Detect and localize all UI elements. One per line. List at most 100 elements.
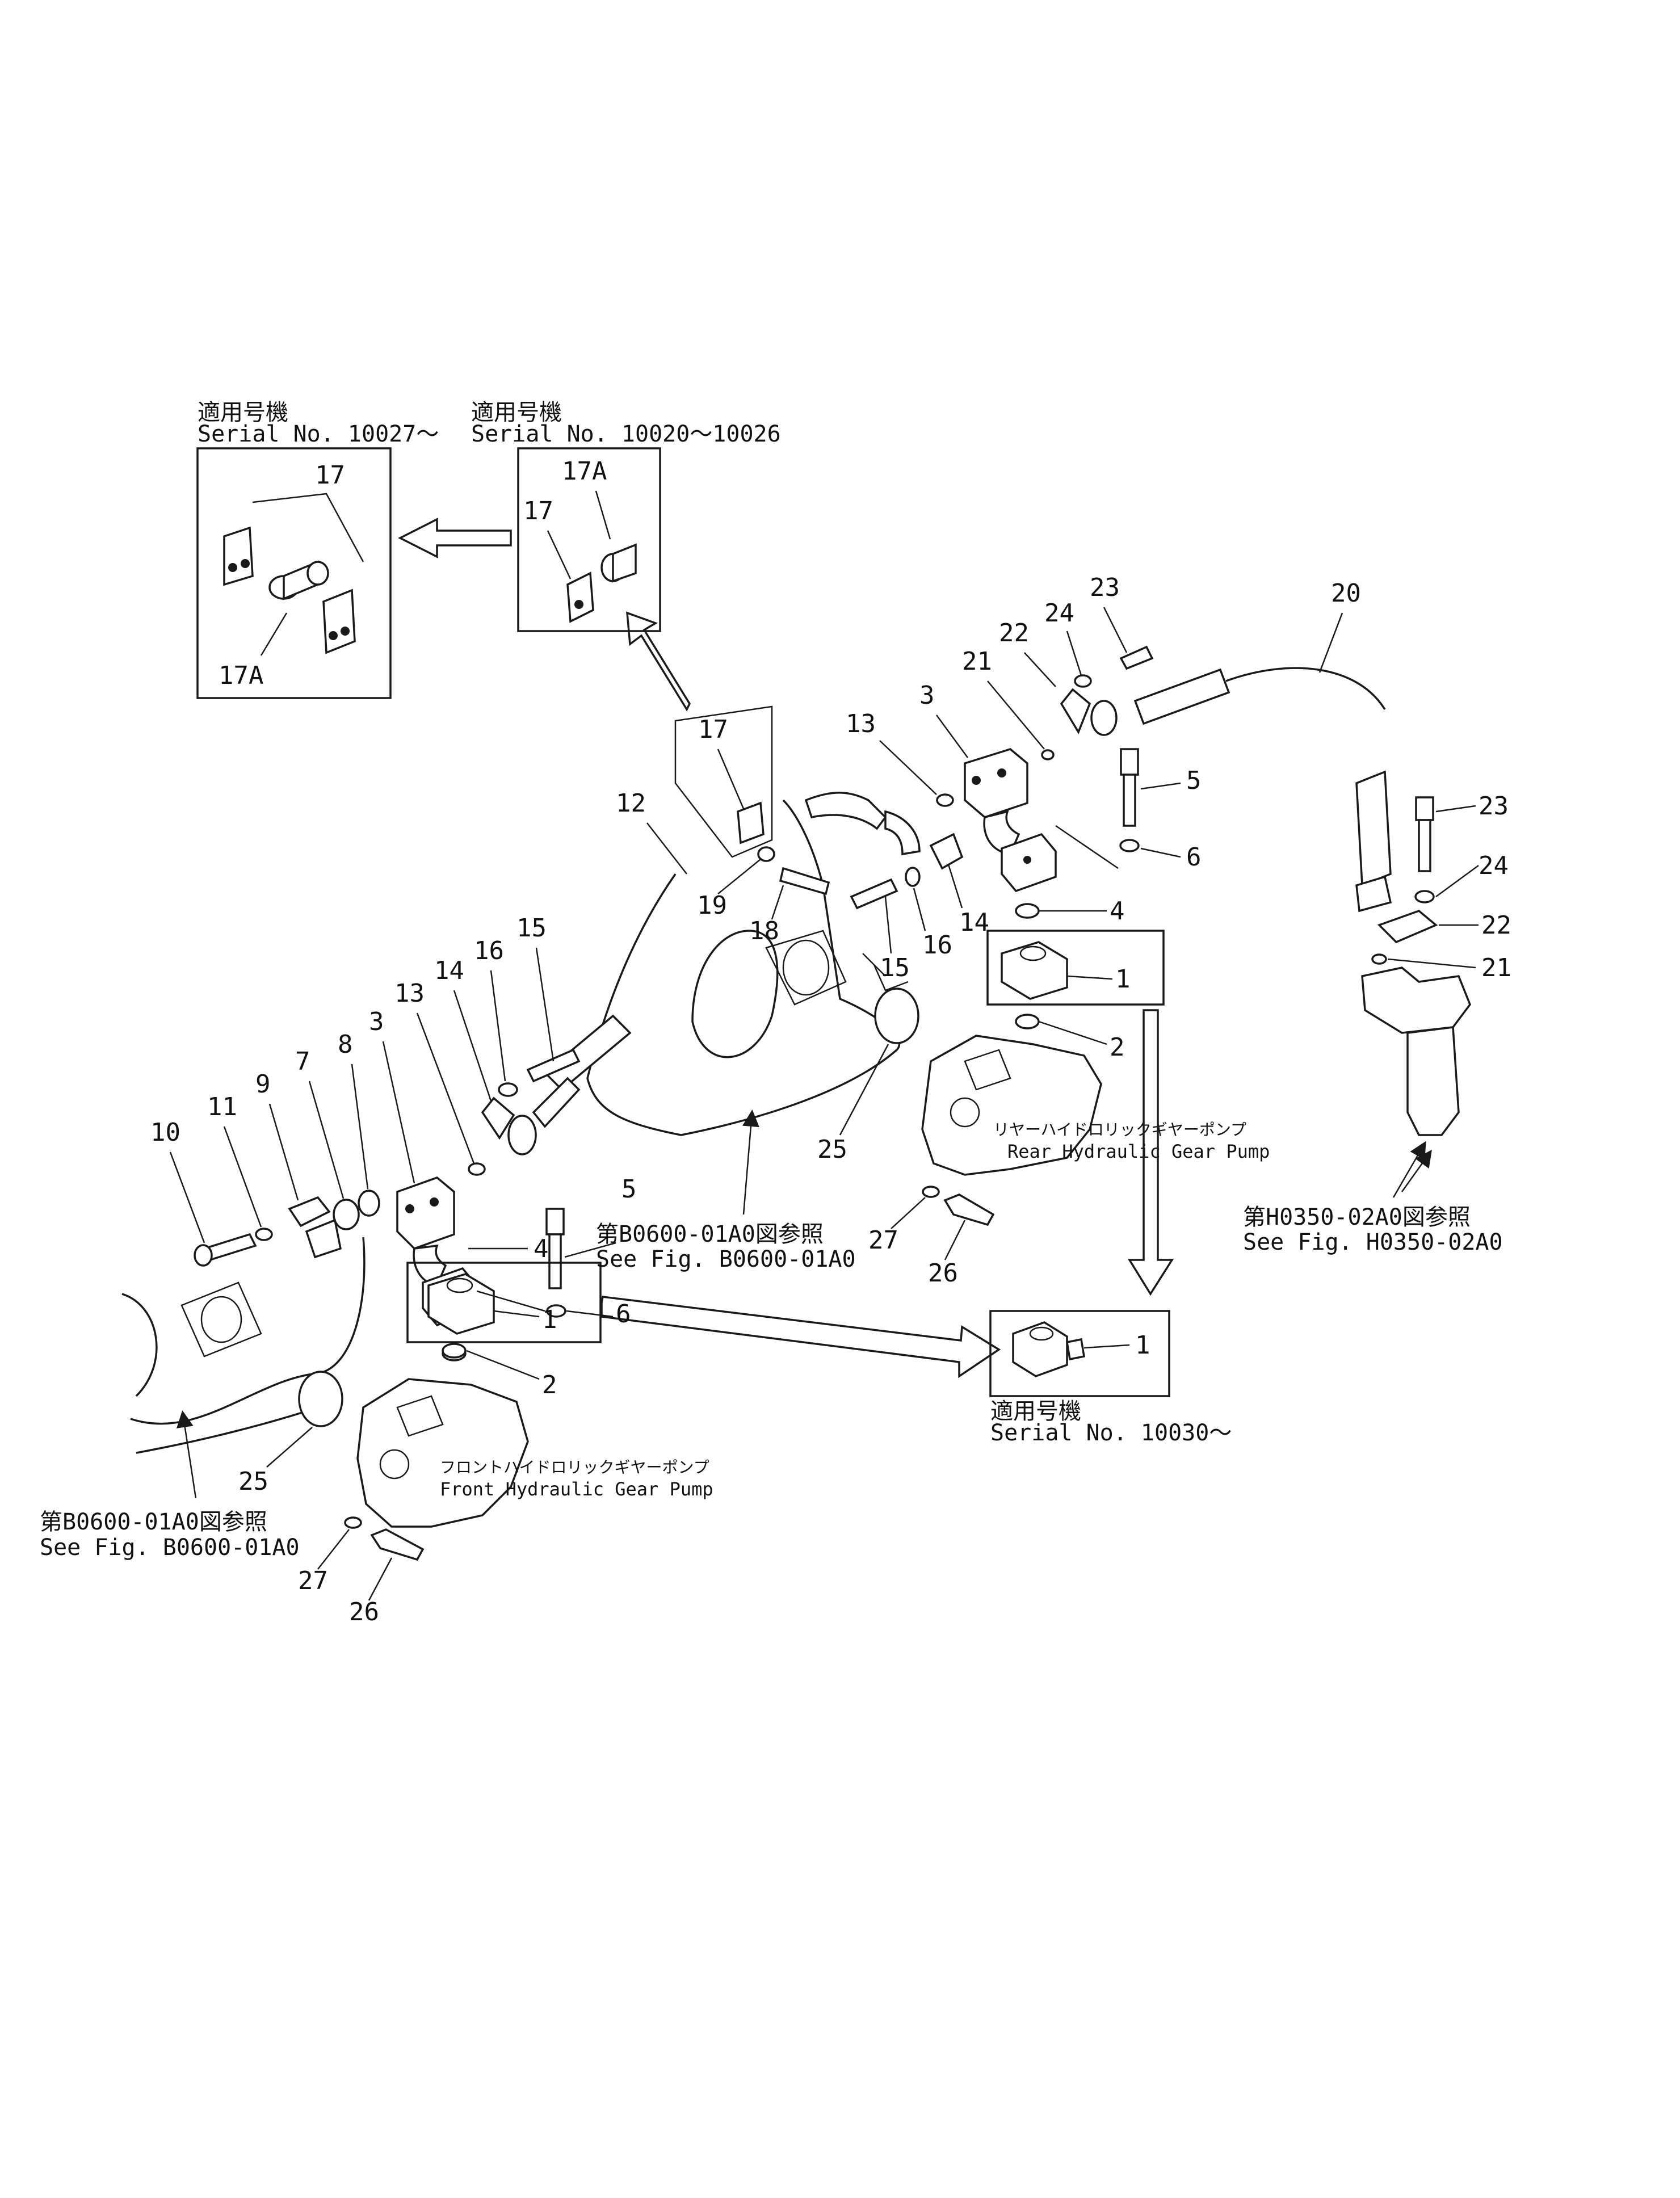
- filter-head: [1361, 966, 1471, 1034]
- hose-end-lower: [1355, 770, 1392, 887]
- callout-16b: 16: [474, 936, 504, 965]
- front-gear-pump-body: [356, 1378, 529, 1528]
- callout-25b: 25: [238, 1467, 268, 1496]
- inset-c-serial: Serial No. 10030～: [990, 1420, 1232, 1446]
- callout-23a: 23: [1090, 573, 1120, 602]
- oring-13-front: [468, 1162, 486, 1176]
- hose-and-filter-group: [1041, 645, 1471, 1192]
- inset-a-leader-17: [252, 493, 364, 562]
- inset-c-jp: 適用号機: [990, 1398, 1081, 1424]
- callouts: 20 23 24 22 21 3 13 5 6 23 24 2: [150, 573, 1511, 1627]
- arrow-to-inset-b: [626, 611, 691, 712]
- detail-region-17: [674, 705, 773, 858]
- callout-17: 17: [698, 715, 728, 744]
- callout-11: 11: [207, 1092, 237, 1121]
- callout-19: 19: [697, 891, 727, 920]
- rear-pump-group: リヤーハイドロリックギヤーポンプ Rear Hydraulic Gear Pum…: [874, 748, 1270, 1296]
- split-flange-22-lower: [1377, 910, 1438, 944]
- callout-2b: 2: [542, 1371, 557, 1400]
- inset-serial-10027: 適用号機 Serial No. 10027～ 17 17A: [196, 400, 439, 699]
- callout-13b: 13: [394, 979, 425, 1008]
- mounting-face: [765, 930, 847, 1006]
- callout-9: 9: [255, 1070, 271, 1099]
- callout-2a: 2: [1110, 1033, 1125, 1062]
- bolt-26-rear: [943, 1193, 995, 1226]
- inset-b-serial: Serial No. 10020～10026: [471, 421, 781, 447]
- callout-12: 12: [616, 789, 646, 818]
- washer-27-rear: [922, 1186, 940, 1198]
- inset-b-callout-17: 17: [523, 497, 553, 526]
- washer-6-front: [546, 1304, 566, 1318]
- inset-b-box: [517, 447, 661, 632]
- pump-cover-1-front: [427, 1273, 495, 1335]
- callout-21a: 21: [962, 647, 992, 676]
- callout-10: 10: [150, 1118, 180, 1147]
- bolt-26-front: [370, 1528, 425, 1561]
- bracket-right: [322, 589, 356, 654]
- callout-13a: 13: [846, 709, 876, 738]
- callout-25a: 25: [817, 1135, 847, 1164]
- callout-3a: 3: [919, 681, 935, 710]
- inset-a-callout-17: 17: [315, 461, 345, 490]
- oring-25-rear: [874, 987, 919, 1044]
- inset-a-callout-17a: 17A: [219, 661, 263, 690]
- callout-16a: 16: [922, 931, 952, 960]
- housing-outline: [586, 799, 901, 1136]
- callout-6a: 6: [1186, 843, 1202, 872]
- callout-1b: 1: [542, 1305, 557, 1334]
- callout-15a: 15: [880, 953, 910, 982]
- oring-2-rear: [1015, 1014, 1040, 1029]
- callout-22b: 22: [1481, 911, 1511, 940]
- washer-27-front: [344, 1516, 362, 1529]
- inset-c-box: [989, 1310, 1170, 1397]
- inset-serial-10020-10026: 適用号機 Serial No. 10020～10026 17A 17: [471, 400, 781, 632]
- callout-7: 7: [295, 1047, 310, 1076]
- callout-4a: 4: [1110, 897, 1125, 926]
- callout-18: 18: [749, 917, 779, 945]
- callout-24a: 24: [1044, 599, 1074, 628]
- inset-a-box: [196, 447, 392, 699]
- washer-11: [255, 1228, 273, 1241]
- bolt-23-upper: [1119, 645, 1154, 670]
- callout-5b: 5: [621, 1175, 637, 1204]
- washer-24-upper: [1074, 674, 1092, 688]
- ref-b0600-center-jp: 第B0600-01A0図参照: [596, 1221, 824, 1247]
- filter-bowl: [1406, 1026, 1460, 1136]
- oring-4-rear: [1015, 903, 1040, 919]
- reference-notes: 第B0600-01A0図参照 See Fig. B0600-01A0 第B060…: [40, 1109, 1503, 1561]
- front-pump-group: フロントハイドロリックギヤーポンプ Front Hydraulic Gear P…: [121, 1014, 1001, 1561]
- inset-serial-10030: 1 適用号機 Serial No. 10030～: [989, 1310, 1232, 1446]
- ref-h0350-en: See Fig. H0350-02A0: [1243, 1229, 1503, 1255]
- split-flange-14: [481, 1096, 515, 1140]
- arrow-to-inset-a: [398, 518, 512, 558]
- flange-21-upper: [1090, 700, 1118, 736]
- front-pump-jp: フロントハイドロリックギヤーポンプ: [440, 1458, 709, 1477]
- elbow-block-3-rear: [964, 748, 1028, 818]
- housing-bore: [691, 930, 779, 1058]
- oring-2-front: [442, 1343, 467, 1359]
- inset-c-callout-1: 1: [1135, 1331, 1150, 1360]
- callout-15b: 15: [516, 914, 547, 943]
- split-flange-22-upper: [1060, 688, 1091, 734]
- pipe-upper: [804, 792, 887, 830]
- ref-b0600-center-en: See Fig. B0600-01A0: [596, 1246, 856, 1272]
- callout-8: 8: [338, 1030, 353, 1059]
- ref-b0600-left-jp: 第B0600-01A0図参照: [40, 1509, 267, 1535]
- ref-h0350-jp: 第H0350-02A0図参照: [1243, 1204, 1471, 1230]
- callout-14a: 14: [959, 908, 989, 937]
- flange-front: [507, 1115, 537, 1155]
- inset-a-jp: 適用号機: [198, 400, 288, 426]
- callout-21b: 21: [1481, 953, 1511, 982]
- bolt-15-front: [526, 1048, 581, 1083]
- pump-cover-1-rear: [1001, 941, 1068, 1000]
- rear-pump-jp: リヤーハイドロリックギヤーポンプ: [993, 1120, 1246, 1139]
- oring-21-upper: [1041, 749, 1055, 760]
- rear-pump-en: Rear Hydraulic Gear Pump: [1007, 1141, 1270, 1162]
- rear-pump-cover-box: [986, 930, 1165, 1006]
- callout-3b: 3: [369, 1007, 384, 1036]
- inset-a-serial: Serial No. 10027～: [198, 421, 439, 447]
- callout-5a: 5: [1186, 766, 1202, 795]
- ref-b0600-left-en: See Fig. B0600-01A0: [40, 1535, 300, 1561]
- oring-21-lower: [1371, 953, 1387, 965]
